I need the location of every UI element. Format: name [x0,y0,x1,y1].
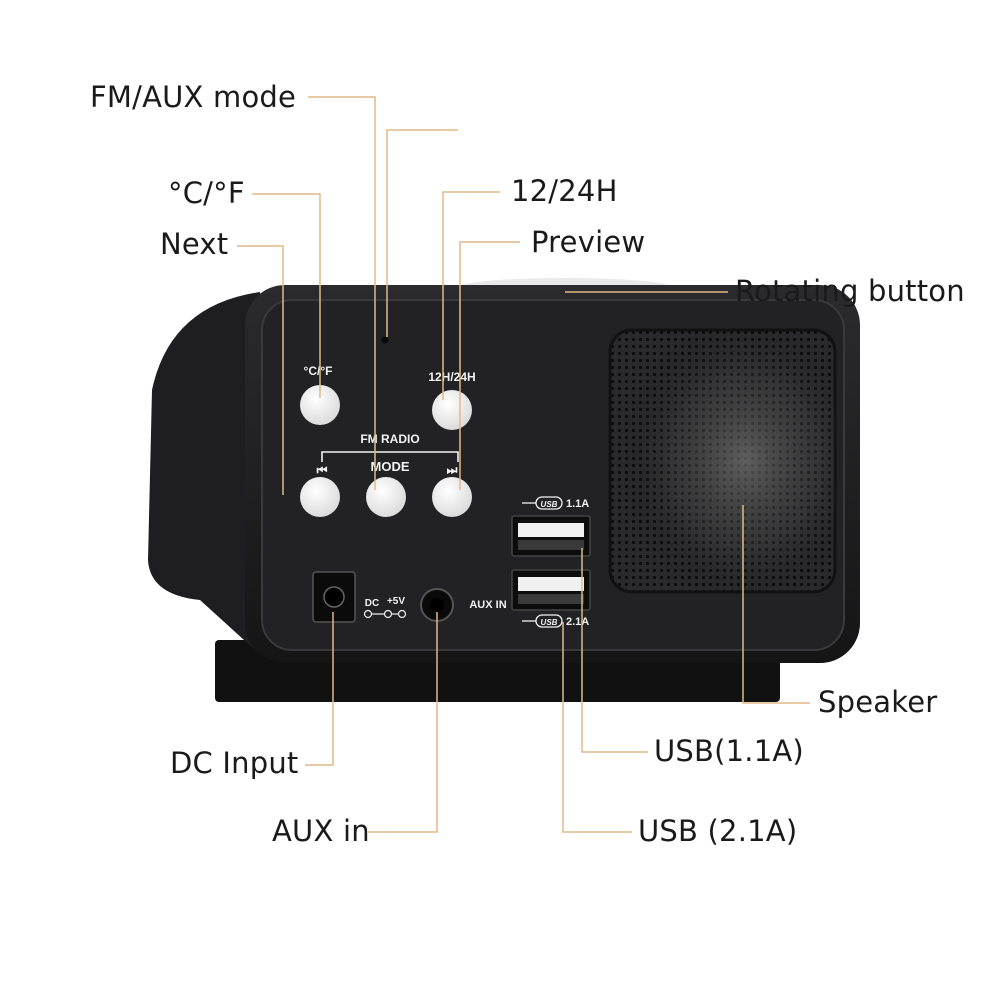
mode-label: MODE [371,459,410,474]
leader-usb1 [581,548,648,753]
temp-unit-button[interactable] [300,385,340,425]
aux-port-label: AUX IN [469,599,506,611]
leader-speaker [742,505,810,704]
leader-temp [252,193,321,398]
callout-usb-2a: USB (2.1A) [638,814,798,848]
leader-usb2 [562,622,632,833]
next-track-icon: ⏭ [447,463,458,477]
callout-fm-aux-mode: FM/AUX mode [90,80,297,114]
leader-hour [442,191,500,400]
callout-temp-unit: °C/°F [168,176,245,210]
callout-next: Next [160,227,229,261]
hour-format-button[interactable] [432,390,472,430]
svg-text:1.1A: 1.1A [566,498,589,510]
leader-lines [237,96,810,833]
callout-usb-1a: USB(1.1A) [654,734,804,768]
leader-aux [368,612,438,833]
usb-1a-label: USB 1.1A [522,496,589,510]
fm-radio-label: FM RADIO [360,432,419,446]
dc-polarity-icon [363,609,407,619]
speaker-grille [608,328,837,594]
pinhole-icon [381,336,389,344]
callout-rotating-button: Rotating button [735,274,965,308]
callout-preview: Preview [531,225,646,259]
leader-pinhole [386,129,458,337]
callout-speaker: Speaker [818,685,938,719]
dc-voltage-label: +5V [387,596,405,607]
svg-text:USB: USB [541,500,558,509]
dc-label: DC [365,598,379,609]
usb-1a-port[interactable] [511,515,591,557]
fm-radio-bracket [321,451,459,462]
usb-2a-label: USB 2.1A [522,614,589,628]
callout-hour-format: 12/24H [511,174,618,208]
hour-button-label: 12H/24H [428,370,475,384]
leader-next [237,245,284,495]
next-button[interactable] [300,477,340,517]
dc-jack[interactable] [312,571,356,623]
preview-button[interactable] [432,477,472,517]
usb-2a-port[interactable] [511,569,591,611]
mode-button[interactable] [366,477,406,517]
leader-fm-aux [308,96,376,490]
leader-dc [305,612,334,766]
callout-aux-in: AUX in [272,814,370,848]
leader-preview [459,241,520,490]
svg-text:2.1A: 2.1A [566,616,589,628]
prev-track-icon: ⏮ [317,463,328,477]
device-side [148,292,260,650]
svg-text:USB: USB [541,618,558,627]
callout-dc-input: DC Input [170,746,299,780]
temp-button-label: °C/°F [304,364,333,378]
